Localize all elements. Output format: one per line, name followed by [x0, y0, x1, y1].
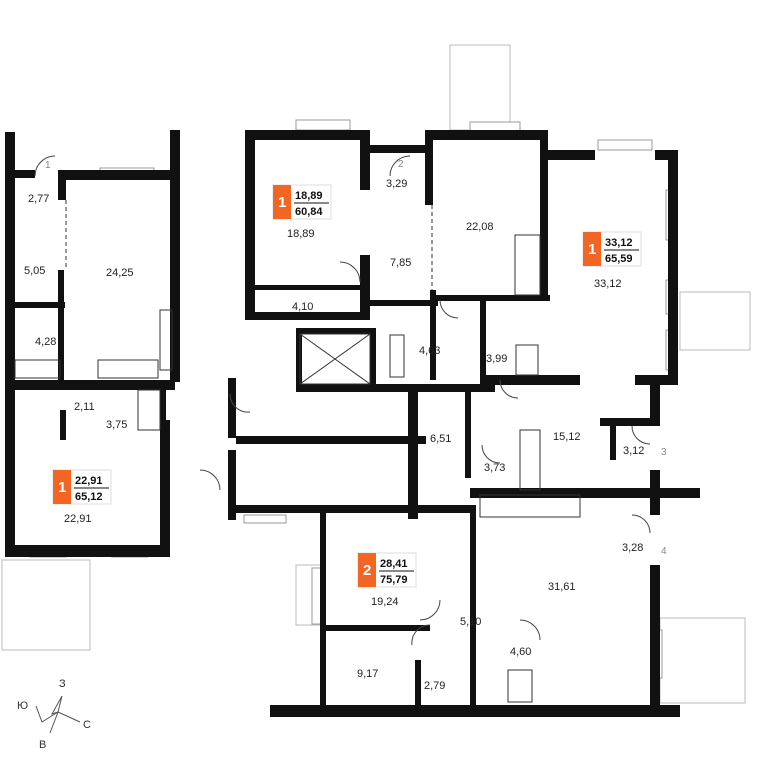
room-area: 4,63: [419, 345, 440, 357]
room-areas: 2,77 5,05 24,25 4,28 2,11 3,75 22,91 18,…: [24, 178, 644, 692]
living-area: 22,91: [75, 475, 103, 487]
room-area: 2,79: [424, 680, 445, 692]
apartment-card-3[interactable]: 1 22,91 65,12: [52, 469, 112, 505]
room-area: 15,12: [553, 431, 581, 443]
room-area: 3,75: [106, 419, 127, 431]
room-area: 3,99: [486, 353, 507, 365]
room-area: 18,89: [287, 228, 315, 240]
total-area: 65,59: [605, 253, 633, 265]
room-area: 9,17: [357, 668, 378, 680]
room-area: 4,10: [292, 301, 313, 313]
room-area: 19,24: [371, 596, 399, 608]
room-area: 31,61: [548, 581, 576, 593]
apartment-card-1[interactable]: 1 18,89 60,84: [272, 184, 332, 220]
apartment-card-2[interactable]: 1 33,12 65,59: [582, 231, 642, 267]
living-area: 33,12: [605, 237, 633, 249]
compass-arrow-icon: [35, 695, 81, 734]
compass-south: В: [39, 739, 46, 751]
room-area: 3,28: [622, 542, 643, 554]
living-area: 28,41: [380, 558, 408, 570]
living-area: 18,89: [295, 190, 323, 202]
room-area: 3,73: [484, 462, 505, 474]
room-area: 5,10: [460, 616, 481, 628]
rooms-count: 1: [588, 241, 596, 258]
walls: [5, 130, 700, 717]
windows: [29, 119, 677, 679]
rooms-count: 1: [278, 194, 286, 211]
entrance-number: 4: [661, 546, 667, 557]
entrance-number: 1: [45, 160, 51, 171]
room-area: 22,91: [64, 513, 92, 525]
compass-west: Ю: [17, 700, 28, 712]
room-area: 24,25: [106, 267, 134, 279]
room-area: 6,51: [430, 433, 451, 445]
compass: З Ю С В: [17, 678, 91, 751]
room-area: 7,85: [390, 257, 411, 269]
room-area: 3,29: [386, 178, 407, 190]
room-area: 4,28: [35, 336, 56, 348]
room-area: 33,12: [594, 278, 622, 290]
rooms-count: 2: [363, 562, 371, 579]
total-area: 60,84: [295, 206, 323, 218]
total-area: 65,12: [75, 491, 103, 503]
apartment-card-4[interactable]: 2 28,41 75,79: [357, 552, 417, 588]
total-area: 75,79: [380, 574, 408, 586]
entrance-number: 2: [398, 159, 404, 170]
room-area: 2,11: [74, 401, 95, 413]
compass-north: З: [59, 678, 66, 690]
room-area: 4,60: [510, 646, 531, 658]
room-area: 22,08: [466, 221, 494, 233]
room-area: 2,77: [28, 193, 49, 205]
entrance-numbers: 1 2 3 4: [45, 159, 667, 557]
compass-east: С: [83, 719, 91, 731]
room-area: 5,05: [24, 265, 45, 277]
interior-lines: [14, 200, 581, 703]
room-area: 3,12: [623, 445, 644, 457]
rooms-count: 1: [58, 479, 66, 496]
entrance-number: 3: [661, 447, 667, 458]
doors: [34, 155, 651, 646]
